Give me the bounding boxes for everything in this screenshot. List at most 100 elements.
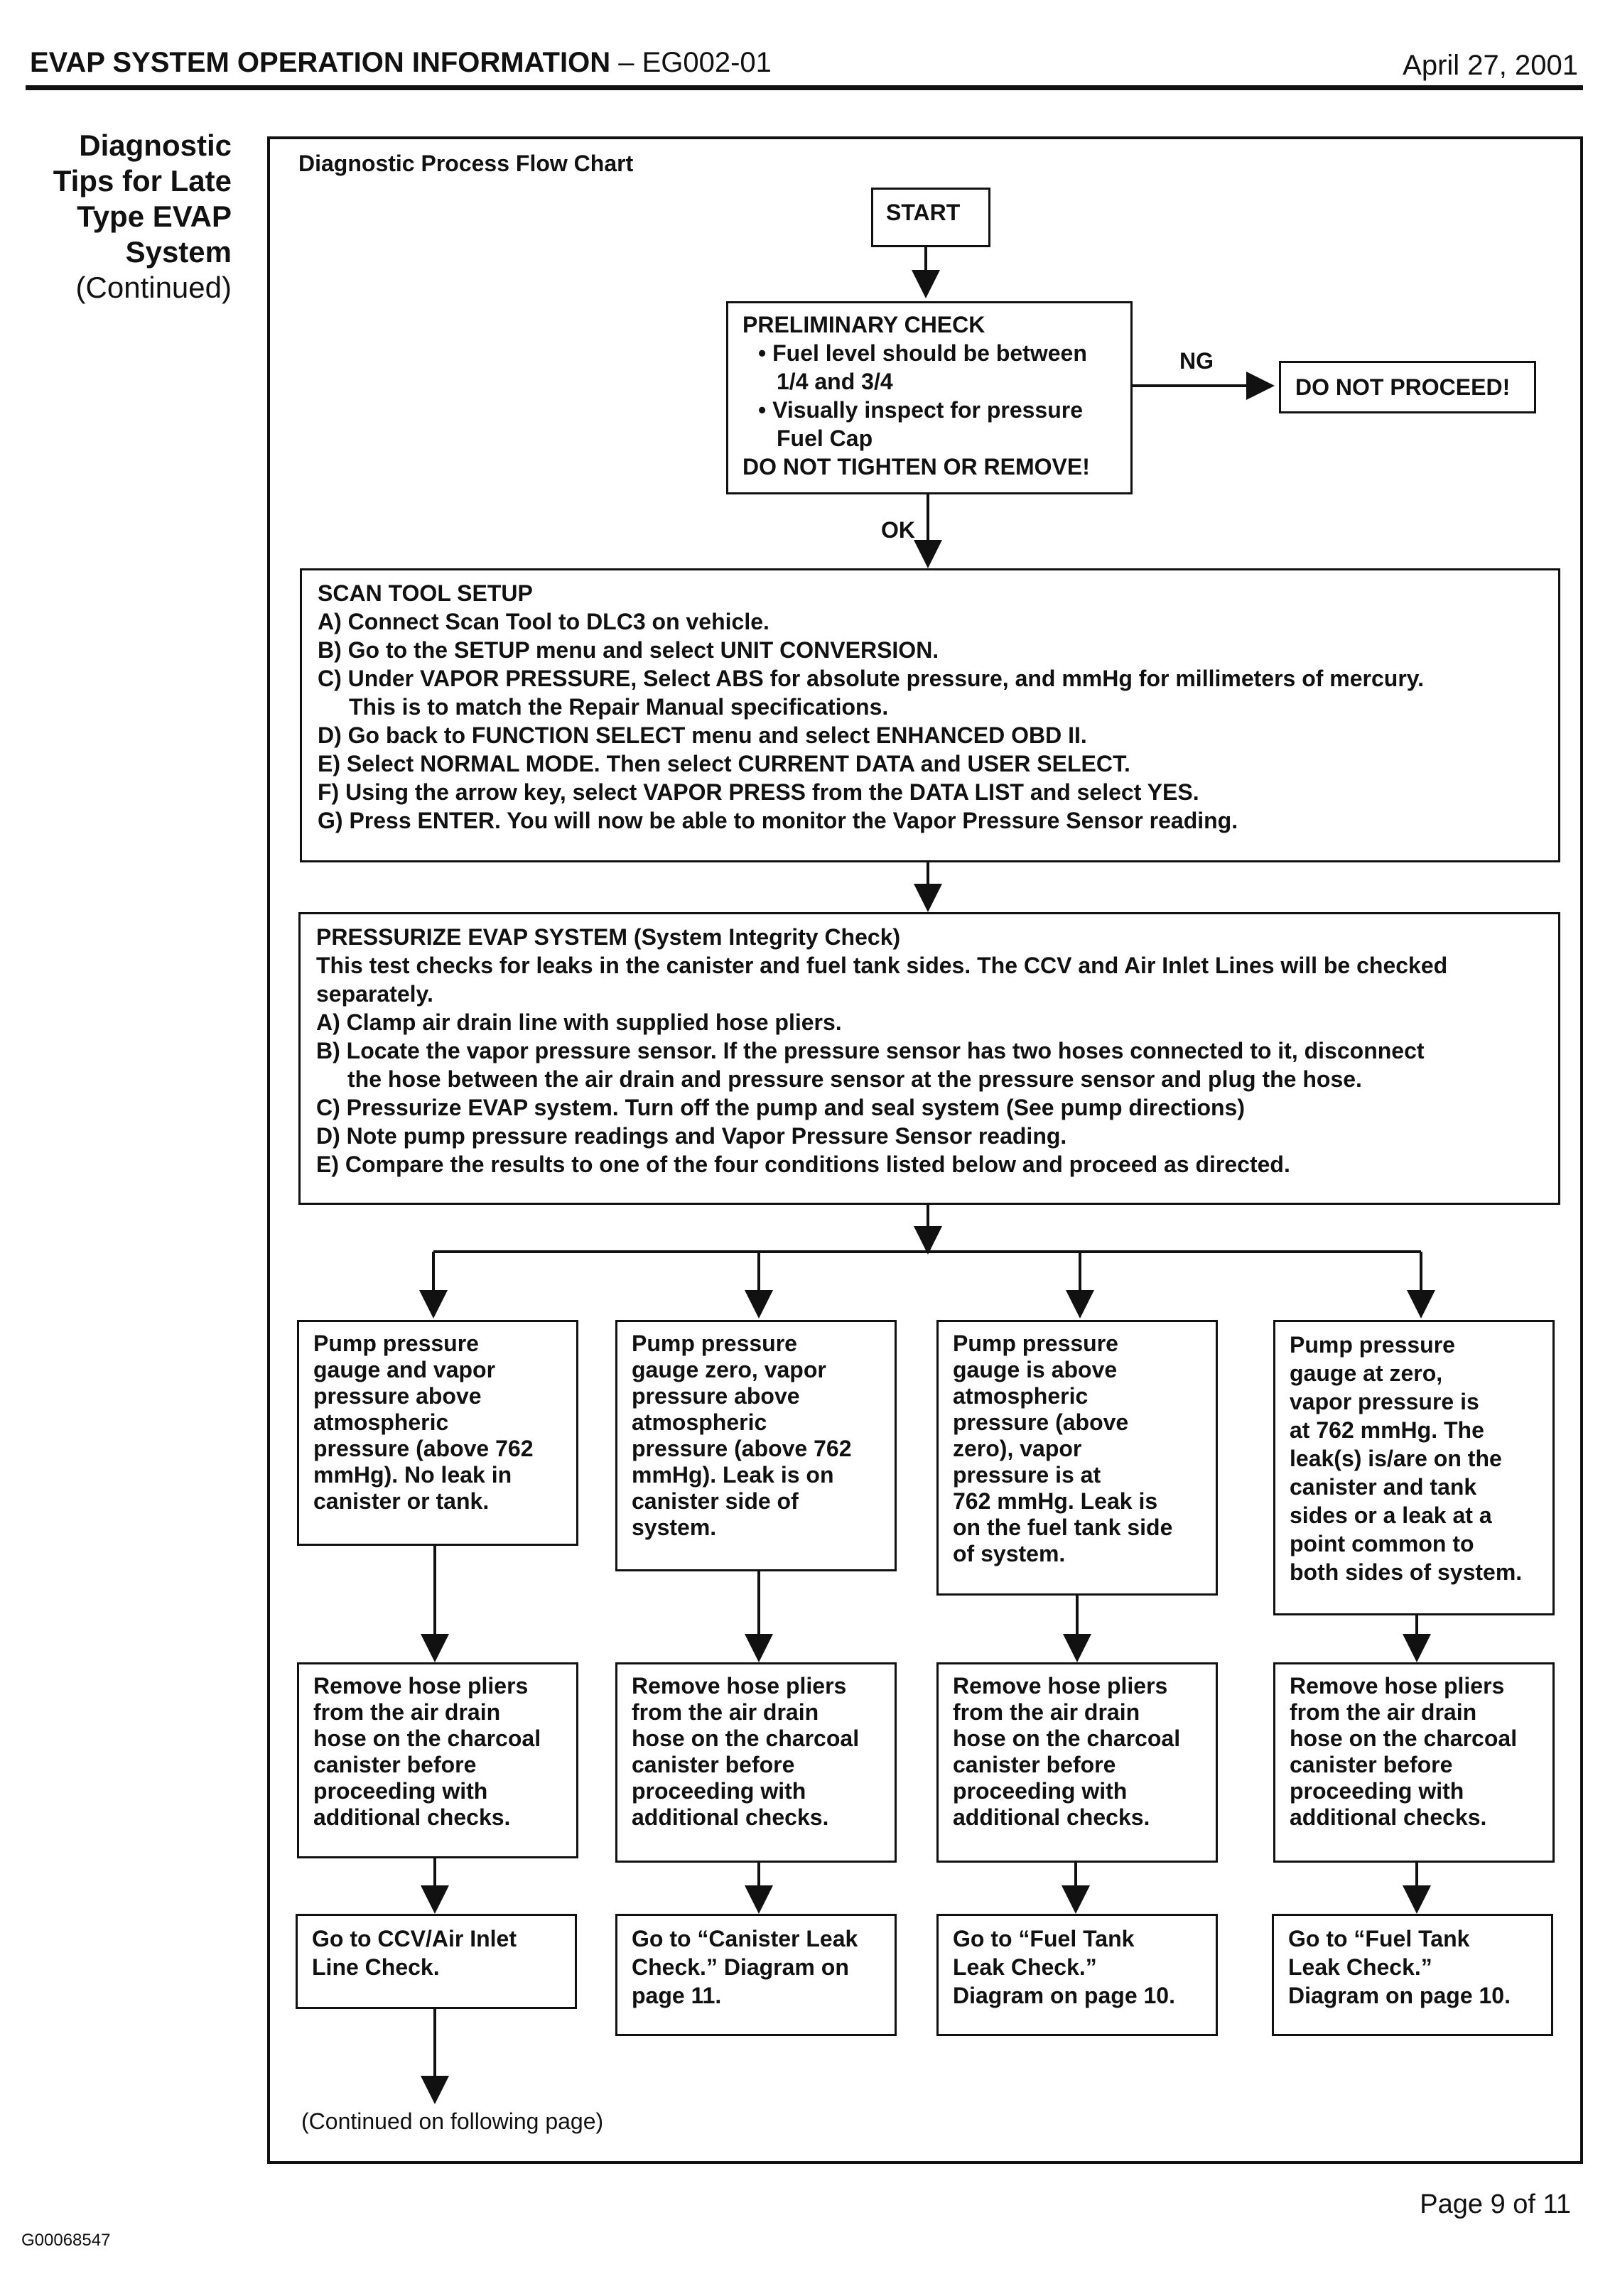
preliminary-item: 1/4 and 3/4: [777, 369, 893, 394]
condition-line: pressure above: [313, 1383, 482, 1409]
section-subtitle: (Continued): [75, 271, 232, 304]
scan-tool-step: D) Go back to FUNCTION SELECT menu and s…: [318, 722, 1087, 748]
goto-line: page 11.: [632, 1983, 722, 2008]
remove-pliers-line: proceeding with: [632, 1778, 806, 1804]
pressurize-step: B) Locate the vapor pressure sensor. If …: [316, 1038, 1425, 1063]
remove-pliers-box-4: Remove hose pliers from the air drain ho…: [1273, 1662, 1555, 1863]
condition-line: both sides of system.: [1290, 1559, 1523, 1585]
scan-tool-step: E) Select NORMAL MODE. Then select CURRE…: [318, 751, 1130, 776]
remove-pliers-line: hose on the charcoal: [632, 1726, 860, 1751]
preliminary-item: • Visually inspect for pressure: [758, 397, 1084, 423]
remove-pliers-line: from the air drain: [953, 1699, 1140, 1725]
section-title-line: Type EVAP: [77, 200, 232, 233]
section-title: Diagnostic Tips for Late Type EVAP Syste…: [21, 128, 232, 305]
goto-line: Go to “Fuel Tank: [953, 1926, 1135, 1951]
preliminary-item: • Fuel level should be between: [758, 340, 1087, 366]
condition-line: atmospheric: [632, 1409, 767, 1435]
condition-box-4: Pump pressure gauge at zero, vapor press…: [1273, 1320, 1555, 1615]
condition-line: pressure (above 762: [632, 1436, 852, 1461]
preliminary-item: Fuel Cap: [777, 426, 873, 451]
goto-line: Leak Check.”: [953, 1954, 1097, 1980]
condition-line: of system.: [953, 1541, 1066, 1566]
condition-line: mmHg). No leak in: [313, 1462, 512, 1488]
goto-line: Line Check.: [312, 1954, 440, 1980]
condition-line: gauge zero, vapor: [632, 1357, 826, 1382]
condition-line: zero), vapor: [953, 1436, 1082, 1461]
pressurize-step: C) Pressurize EVAP system. Turn off the …: [316, 1095, 1245, 1120]
preliminary-check-box: PRELIMINARY CHECK • Fuel level should be…: [726, 301, 1133, 494]
scan-tool-step: F) Using the arrow key, select VAPOR PRE…: [318, 779, 1199, 805]
remove-pliers-line: hose on the charcoal: [313, 1726, 541, 1751]
condition-line: point common to: [1290, 1531, 1474, 1556]
flowchart-title: Diagnostic Process Flow Chart: [298, 151, 634, 176]
scan-tool-step: This is to match the Repair Manual speci…: [349, 694, 889, 720]
scan-tool-step: A) Connect Scan Tool to DLC3 on vehicle.: [318, 609, 769, 634]
section-title-line: Tips for Late: [53, 164, 232, 197]
start-node: START: [871, 188, 990, 247]
condition-line: Pump pressure: [953, 1331, 1118, 1356]
remove-pliers-line: proceeding with: [953, 1778, 1128, 1804]
scan-tool-heading: SCAN TOOL SETUP: [318, 580, 533, 606]
remove-pliers-line: additional checks.: [953, 1804, 1150, 1830]
condition-line: leak(s) is/are on the: [1290, 1446, 1502, 1471]
goto-ccv-box: Go to CCV/Air Inlet Line Check.: [296, 1914, 577, 2009]
remove-pliers-line: proceeding with: [1290, 1778, 1464, 1804]
remove-pliers-line: proceeding with: [313, 1778, 488, 1804]
pressurize-step: the hose between the air drain and press…: [347, 1066, 1362, 1092]
condition-line: canister and tank: [1290, 1474, 1477, 1500]
goto-line: Go to “Canister Leak: [632, 1926, 858, 1951]
pressurize-step: A) Clamp air drain line with supplied ho…: [316, 1009, 842, 1035]
header-rule: [26, 85, 1583, 90]
goto-fuel-tank-box-1: Go to “Fuel Tank Leak Check.” Diagram on…: [936, 1914, 1218, 2036]
condition-line: canister or tank.: [313, 1488, 490, 1514]
condition-line: canister side of: [632, 1488, 799, 1514]
remove-pliers-line: Remove hose pliers: [953, 1673, 1168, 1699]
condition-line: 762 mmHg. Leak is: [953, 1488, 1158, 1514]
pressurize-text: This test checks for leaks in the canist…: [316, 953, 1448, 978]
ng-label: NG: [1179, 348, 1214, 374]
header-title-main: EVAP SYSTEM OPERATION INFORMATION: [30, 47, 611, 78]
goto-canister-box: Go to “Canister Leak Check.” Diagram on …: [615, 1914, 897, 2036]
condition-box-2: Pump pressure gauge zero, vapor pressure…: [615, 1320, 897, 1571]
start-label: START: [886, 200, 961, 225]
scan-tool-step: G) Press ENTER. You will now be able to …: [318, 808, 1238, 833]
pressurize-heading: PRESSURIZE EVAP SYSTEM (System Integrity…: [316, 924, 901, 950]
do-not-proceed-label: DO NOT PROCEED!: [1295, 374, 1511, 400]
goto-line: Diagram on page 10.: [953, 1983, 1175, 2008]
remove-pliers-box-2: Remove hose pliers from the air drain ho…: [615, 1662, 897, 1863]
condition-line: atmospheric: [313, 1409, 449, 1435]
remove-pliers-line: hose on the charcoal: [1290, 1726, 1518, 1751]
condition-line: gauge at zero,: [1290, 1360, 1443, 1386]
remove-pliers-line: additional checks.: [313, 1804, 511, 1830]
remove-pliers-line: from the air drain: [632, 1699, 819, 1725]
condition-line: pressure above: [632, 1383, 800, 1409]
continued-note: (Continued on following page): [301, 2108, 604, 2134]
header-date: April 27, 2001: [1403, 50, 1578, 81]
condition-line: gauge is above: [953, 1357, 1118, 1382]
condition-line: pressure (above 762: [313, 1436, 534, 1461]
remove-pliers-line: canister before: [1290, 1752, 1453, 1777]
flowchart-frame: [267, 136, 1583, 2164]
preliminary-heading: PRELIMINARY CHECK: [742, 312, 985, 337]
condition-line: Pump pressure: [313, 1331, 479, 1356]
remove-pliers-box-1: Remove hose pliers from the air drain ho…: [297, 1662, 578, 1858]
condition-line: pressure is at: [953, 1462, 1101, 1488]
condition-line: at 762 mmHg. The: [1290, 1417, 1484, 1443]
goto-fuel-tank-box-2: Go to “Fuel Tank Leak Check.” Diagram on…: [1272, 1914, 1553, 2036]
remove-pliers-line: canister before: [953, 1752, 1116, 1777]
remove-pliers-line: from the air drain: [313, 1699, 501, 1725]
document-id: G00068547: [21, 2231, 111, 2250]
remove-pliers-line: canister before: [632, 1752, 795, 1777]
condition-box-1: Pump pressure gauge and vapor pressure a…: [297, 1320, 578, 1546]
condition-box-3: Pump pressure gauge is above atmospheric…: [936, 1320, 1218, 1596]
goto-line: Check.” Diagram on: [632, 1954, 849, 1980]
remove-pliers-line: hose on the charcoal: [953, 1726, 1181, 1751]
condition-line: gauge and vapor: [313, 1357, 496, 1382]
remove-pliers-line: Remove hose pliers: [632, 1673, 847, 1699]
pressurize-evap-box: PRESSURIZE EVAP SYSTEM (System Integrity…: [298, 912, 1560, 1205]
condition-line: mmHg). Leak is on: [632, 1462, 834, 1488]
goto-line: Go to “Fuel Tank: [1288, 1926, 1470, 1951]
pressurize-step: D) Note pump pressure readings and Vapor…: [316, 1123, 1067, 1149]
scan-tool-step: B) Go to the SETUP menu and select UNIT …: [318, 637, 939, 663]
page-number: Page 9 of 11: [1420, 2189, 1571, 2219]
